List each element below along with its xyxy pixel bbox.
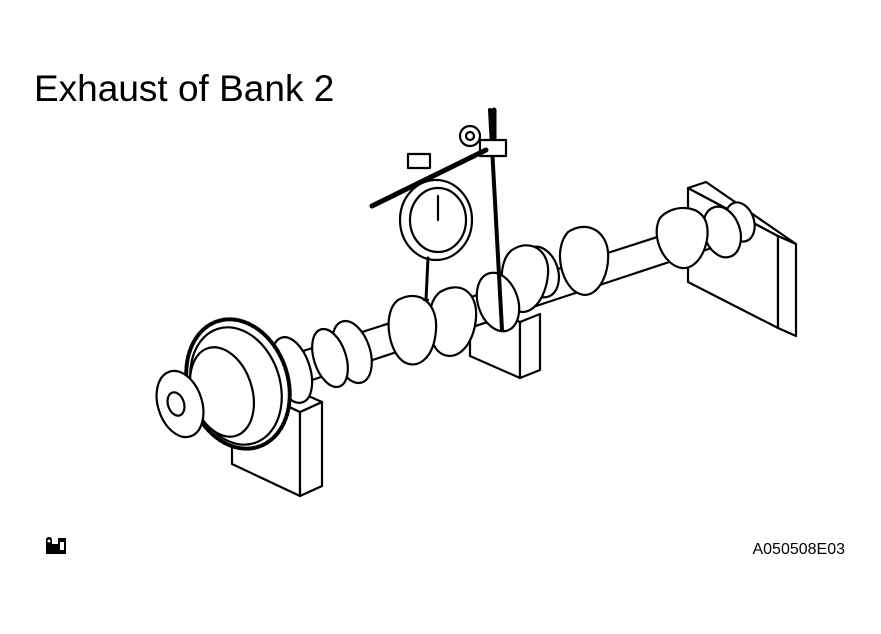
dial-indicator xyxy=(398,152,474,302)
camshaft xyxy=(270,201,756,404)
dial-indicator-stand xyxy=(369,107,508,332)
figure-code: A050508E03 xyxy=(752,541,845,558)
camshaft-gear xyxy=(155,317,292,451)
measuring-tool-icon xyxy=(46,537,66,554)
diagram-title: Exhaust of Bank 2 xyxy=(34,68,335,109)
